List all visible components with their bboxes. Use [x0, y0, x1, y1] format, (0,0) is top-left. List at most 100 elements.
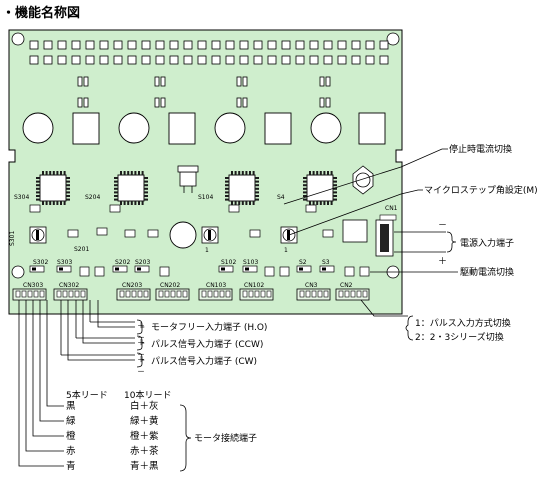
lead-5-color: 赤 — [66, 446, 76, 457]
silk-s202: S202 — [115, 259, 130, 266]
pm-plus-3: ＋ — [137, 355, 145, 364]
pad — [99, 40, 109, 50]
lead-line — [39, 300, 64, 422]
pad — [57, 40, 67, 50]
connector-block — [53, 288, 88, 301]
smd-pad — [319, 97, 325, 108]
silk-s204: S204 — [85, 194, 100, 201]
small-ic — [344, 266, 355, 277]
silk-cn302: CN302 — [59, 282, 79, 289]
driver-ic — [36, 171, 70, 205]
dip-lever — [32, 267, 36, 271]
lead-10-color: 橙＋紫 — [130, 430, 159, 442]
small-ic — [159, 266, 170, 277]
pad — [225, 40, 235, 50]
driver-ic — [225, 171, 259, 205]
small-ic — [264, 266, 275, 277]
resistor-block — [168, 112, 196, 145]
label-pulse-ccw: パルス信号入力端子 (CCW) — [151, 338, 263, 350]
pad — [43, 40, 53, 50]
silk-cn1: CN1 — [385, 205, 398, 212]
lead-line — [18, 300, 64, 467]
small-ic — [94, 266, 105, 277]
label-power-input: 電源入力端子 — [460, 237, 514, 249]
silk-s201: S201 — [74, 246, 89, 253]
silk-cn303: CN303 — [23, 282, 43, 289]
small-ic — [359, 266, 370, 277]
dip-switch[interactable] — [296, 265, 312, 273]
pad — [127, 55, 137, 65]
pad — [183, 40, 193, 50]
pad — [71, 55, 81, 65]
pad — [323, 55, 333, 65]
power-plus: ＋ — [438, 256, 447, 267]
dip-switch[interactable] — [112, 265, 128, 273]
pad — [379, 40, 389, 50]
lead-10-color: 赤＋茶 — [130, 445, 159, 457]
dip-lever — [299, 267, 303, 271]
pad — [85, 55, 95, 65]
silk-s203: S203 — [135, 259, 150, 266]
capacitor — [22, 112, 54, 144]
resistor-block — [72, 112, 100, 145]
lead-5-color: 黒 — [66, 401, 76, 412]
smd-part — [249, 229, 261, 238]
dip-switch[interactable] — [242, 265, 258, 273]
pm-minus-2: － — [137, 350, 145, 359]
smd-part — [305, 204, 317, 213]
pad — [113, 55, 123, 65]
power-terminal-cn1 — [375, 214, 397, 257]
pm-plus-1: ＋ — [137, 321, 145, 330]
pad — [365, 55, 375, 65]
dip-switch[interactable] — [218, 265, 234, 273]
smd-pad — [242, 76, 248, 87]
silk-labels: S304 S204 S104 S4 S301 S201 1 1 S302 S30… — [9, 194, 398, 289]
silk-cn103: CN103 — [206, 282, 226, 289]
label-stop-current: 停止時電流切換 — [449, 143, 512, 155]
connector-block — [198, 288, 233, 301]
dip-lever — [59, 267, 63, 271]
label-pulse-cw: パルス信号入力端子 (CW) — [151, 355, 257, 367]
pad — [57, 55, 67, 65]
silk-s4: S4 — [277, 194, 285, 201]
dip-switch[interactable] — [56, 265, 72, 273]
silk-s2: S2 — [299, 259, 307, 266]
smd-pad — [83, 97, 89, 108]
silk-one-a: 1 — [205, 247, 209, 254]
silk-s3: S3 — [322, 259, 330, 266]
pad — [127, 40, 137, 50]
pad — [197, 55, 207, 65]
connector-block — [155, 288, 190, 301]
transistor — [177, 165, 199, 193]
lead-5-color: 青 — [66, 460, 76, 472]
smd-pad — [77, 76, 83, 87]
electrolytic-capacitor — [169, 221, 197, 249]
smd-pad — [154, 76, 160, 87]
rotary-switch-s301[interactable] — [29, 226, 47, 244]
rotary-switch-s101[interactable] — [201, 226, 219, 244]
dip-switch[interactable] — [134, 265, 150, 273]
pad — [323, 40, 333, 50]
label-switch-2: 2：2・3シリーズ切換 — [415, 331, 504, 343]
lead-5-color: 緑 — [66, 415, 76, 427]
lead-line — [25, 300, 64, 452]
smd-pad — [83, 76, 89, 87]
connector-block — [239, 288, 274, 301]
pad — [295, 55, 305, 65]
pad — [379, 55, 389, 65]
pad — [295, 40, 305, 50]
label-motor-free: モータフリー入力端子 (H.O) — [151, 321, 267, 333]
dip-switch[interactable] — [319, 265, 335, 273]
smd-part — [29, 204, 41, 213]
pad — [351, 40, 361, 50]
mount-hole — [386, 32, 400, 46]
pad — [85, 40, 95, 50]
connector-block — [12, 288, 47, 301]
dip-switch[interactable] — [29, 265, 45, 273]
pad — [253, 40, 263, 50]
pad — [281, 55, 291, 65]
label-microstep: マイクロステップ角設定(M) — [424, 184, 538, 196]
pad — [99, 55, 109, 65]
capacitor — [118, 112, 150, 144]
